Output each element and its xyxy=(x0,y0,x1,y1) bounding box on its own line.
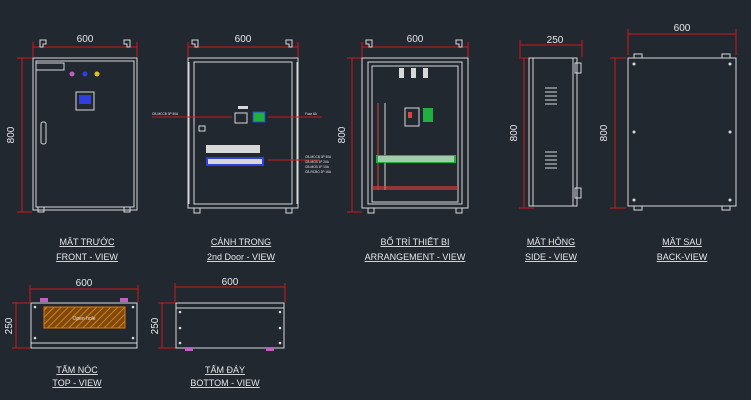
side-view: 250 800 xyxy=(509,35,583,209)
front-height-dim: 800 xyxy=(6,126,17,143)
back-width-dim: 600 xyxy=(674,23,691,34)
arrangement-height-dim: 800 xyxy=(337,126,348,143)
top-width-dim: 600 xyxy=(76,278,93,289)
open-hole-label: Open hole xyxy=(72,316,95,322)
bottom-title-en: BOTTOM - VIEW xyxy=(190,378,260,388)
top-title-vn: TẤM NÓC xyxy=(56,365,98,375)
bottom-view: 600 250 xyxy=(150,277,286,351)
front-title-vn: MẶT TRƯỚC xyxy=(59,237,115,247)
back-height-dim: 800 xyxy=(599,124,610,141)
door-note-mcb-10a: CB-MCB 1P 10A xyxy=(305,165,330,169)
side-height-dim: 800 xyxy=(509,124,520,141)
arrangement-title-en: ARRANGEMENT - VIEW xyxy=(365,252,466,262)
door-note-fuse: Fuse 6A xyxy=(305,112,318,116)
door-title-en: 2nd Door - VIEW xyxy=(207,252,276,262)
door-note-rcbo: CB-RCBO 2P 16A xyxy=(305,170,332,174)
door-width-dim: 600 xyxy=(235,34,252,45)
front-width-dim: 600 xyxy=(77,34,94,45)
side-width-dim: 250 xyxy=(547,35,564,46)
door-view: 600 CB-MCCB 3P 50A Fuse 6A CB-MCCB 3P 50… xyxy=(152,34,332,214)
top-title-en: TOP - VIEW xyxy=(52,378,102,388)
door-title-vn: CÁNH TRONG xyxy=(211,237,271,247)
front-title-en: FRONT - VIEW xyxy=(56,252,118,262)
bottom-width-dim: 600 xyxy=(222,277,239,288)
arrangement-view: 600 800 xyxy=(337,34,469,214)
back-title-vn: MẶT SAU xyxy=(662,237,702,247)
arrangement-width-dim: 600 xyxy=(407,34,424,45)
bottom-title-vn: TẤM ĐÁY xyxy=(205,365,245,375)
back-view: 600 800 xyxy=(599,23,737,211)
front-view: 600 800 xyxy=(6,34,138,213)
back-title-en: BACK-VIEW xyxy=(657,252,708,262)
door-note-mccb: CB-MCCB 3P 50A xyxy=(305,155,332,159)
side-title-vn: MẶT HÔNG xyxy=(527,237,575,247)
top-depth-dim: 250 xyxy=(4,317,15,334)
side-title-en: SIDE - VIEW xyxy=(525,252,578,262)
top-view: 600 250 Open hole xyxy=(4,278,139,349)
view-titles: MẶT TRƯỚC FRONT - VIEW CÁNH TRONG 2nd Do… xyxy=(52,236,707,388)
door-note-mcb-20a: CB-MCB 1P 20A xyxy=(305,160,330,164)
door-note-main-breaker: CB-MCCB 3P 50A xyxy=(152,112,179,116)
arrangement-title-vn: BỐ TRÍ THIẾT BỊ xyxy=(380,236,449,247)
bottom-depth-dim: 250 xyxy=(150,317,161,334)
